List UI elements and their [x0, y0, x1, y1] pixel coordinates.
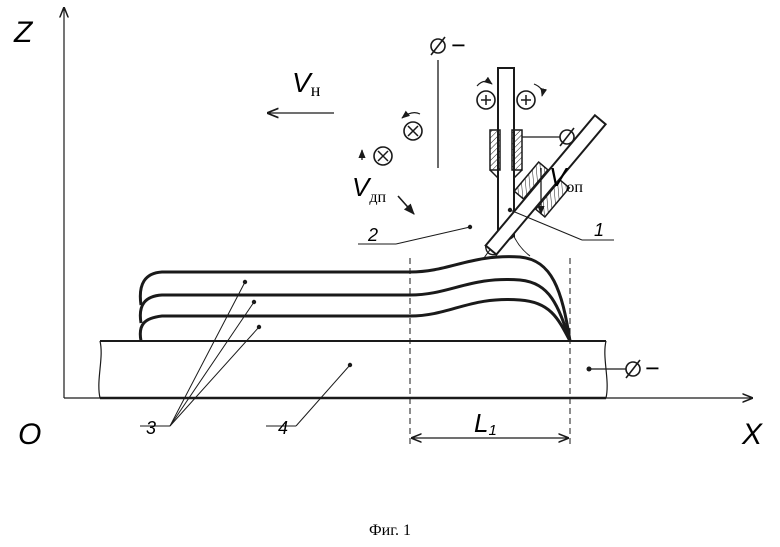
part-label-2: 2	[367, 225, 378, 245]
velocity-dp-label: Vдп	[352, 172, 386, 206]
layer-2	[140, 279, 570, 341]
negative-terminal-plate	[587, 360, 641, 378]
base-plate	[99, 341, 607, 398]
deposited-layers	[140, 257, 570, 341]
layer-1	[140, 299, 570, 341]
figure-caption: Фиг. 1	[369, 522, 411, 539]
leader-3	[140, 280, 261, 426]
velocity-op-label: Vоп	[549, 162, 583, 196]
part-label-1: 1	[594, 220, 604, 240]
velocity-dp-arrow	[398, 196, 414, 214]
additional-feed-rollers	[362, 113, 422, 165]
part-label-3: 3	[146, 418, 156, 438]
minus-sign-plate: −	[645, 354, 660, 383]
part-label-4: 4	[278, 418, 288, 438]
origin-label: O	[18, 418, 41, 451]
length-label: L1	[474, 408, 497, 439]
minus-sign-top: −	[451, 31, 466, 60]
leader-4	[266, 363, 352, 426]
positive-terminal	[522, 128, 574, 146]
z-axis-label: Z	[13, 16, 34, 49]
x-axis-label: X	[741, 418, 763, 451]
negative-terminal-top	[431, 37, 445, 168]
main-contact-tip	[490, 130, 500, 170]
velocity-n-label: Vн	[292, 67, 321, 100]
